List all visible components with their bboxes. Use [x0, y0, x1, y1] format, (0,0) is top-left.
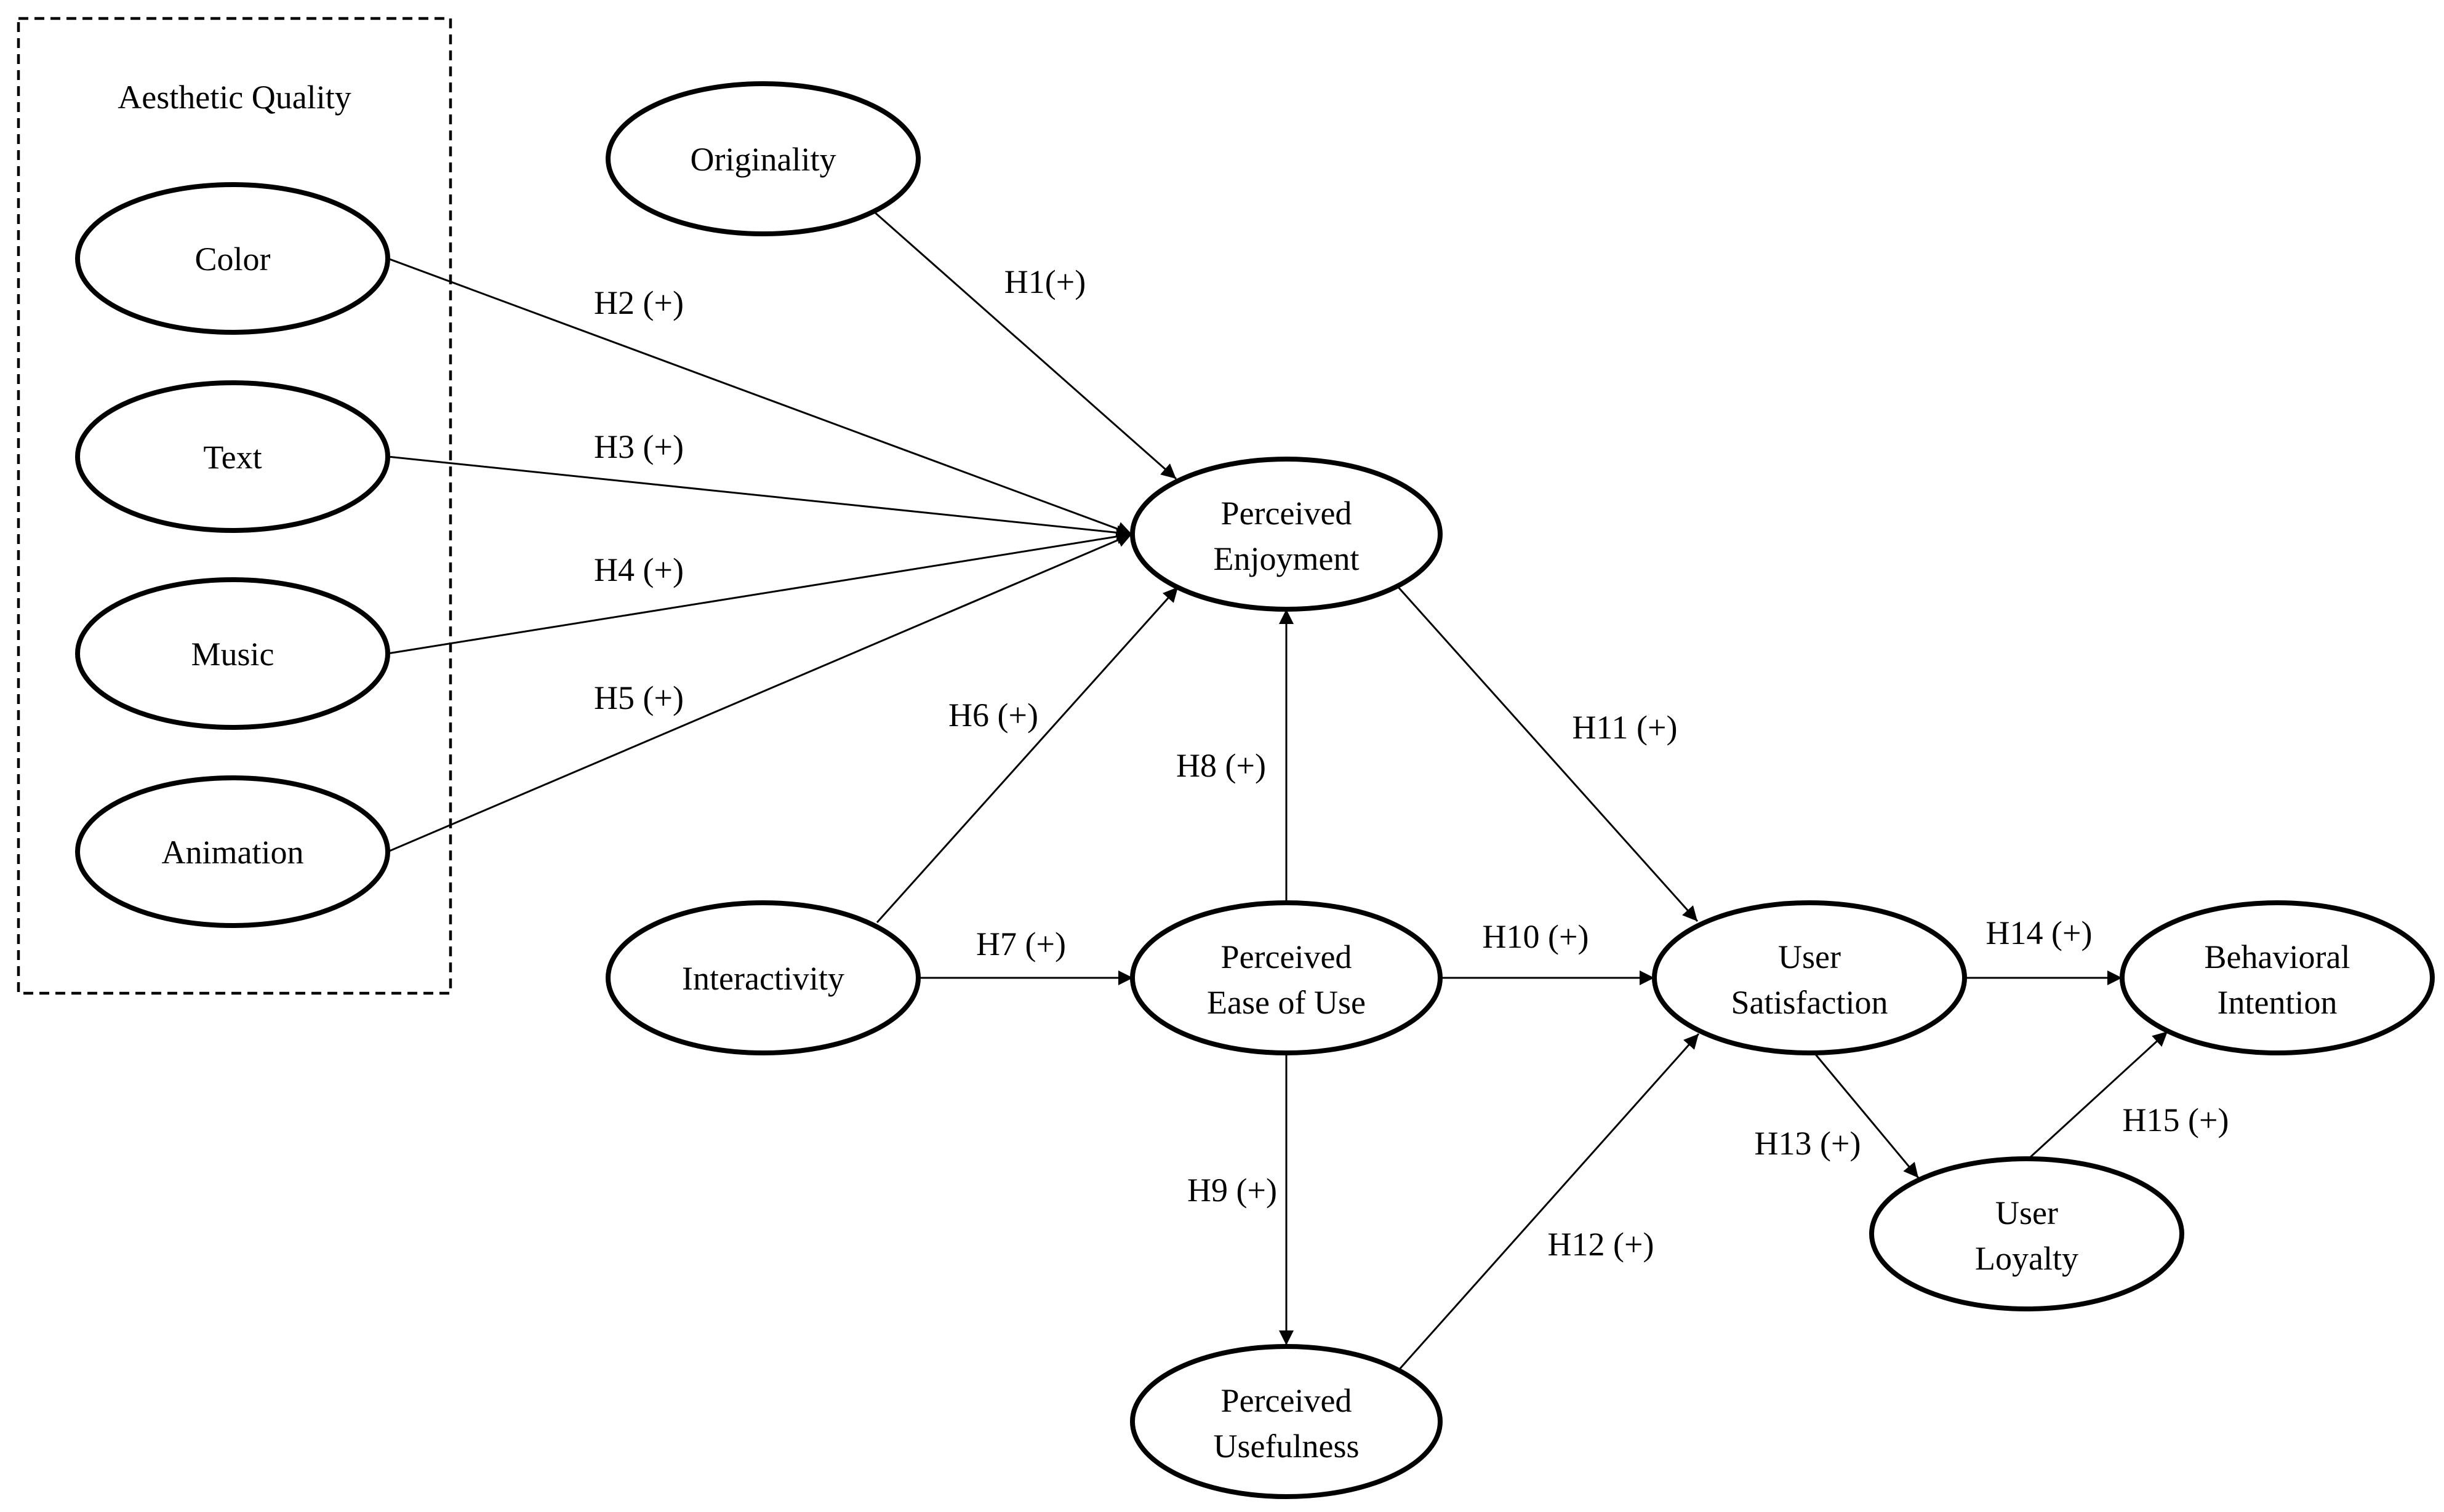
edge-h1: [873, 210, 1177, 480]
node-originality-label: Originality: [691, 141, 836, 178]
edge-label-h7: H7 (+): [976, 926, 1066, 962]
edges: [387, 210, 2169, 1371]
edge-h5: [387, 533, 1132, 853]
node-interactivity: Interactivity: [606, 900, 921, 1055]
edge-h12: [1397, 1033, 1700, 1371]
node-perceived-enjoyment-label-2: Enjoyment: [1214, 540, 1360, 577]
node-user-loyalty-label-1: User: [1995, 1194, 2058, 1231]
node-user-satisfaction: User Satisfaction: [1652, 900, 1967, 1055]
aesthetic-quality-title: Aesthetic Quality: [118, 79, 351, 116]
node-user-loyalty: User Loyalty: [1869, 1156, 2184, 1311]
node-user-loyalty-label-2: Loyalty: [1975, 1240, 2078, 1277]
edge-label-h15: H15 (+): [2123, 1102, 2229, 1138]
edge-label-h6: H6 (+): [948, 697, 1038, 734]
node-perceived-ease-of-use: Perceived Ease of Use: [1130, 900, 1443, 1055]
edge-label-h9: H9 (+): [1187, 1172, 1277, 1209]
node-text-label: Text: [203, 439, 262, 476]
edge-h11: [1396, 585, 1699, 922]
node-perceived-usefulness-label-1: Perceived: [1221, 1382, 1352, 1419]
node-music-label: Music: [191, 636, 274, 673]
edge-label-h8: H8 (+): [1176, 747, 1266, 784]
edge-label-h1: H1(+): [1004, 263, 1086, 300]
edge-label-h11: H11 (+): [1573, 709, 1678, 746]
node-originality: Originality: [606, 81, 921, 236]
node-user-satisfaction-label-2: Satisfaction: [1731, 984, 1888, 1021]
edge-h2: [387, 257, 1132, 536]
node-user-satisfaction-label-1: User: [1778, 938, 1841, 975]
edge-label-h14: H14 (+): [1986, 914, 2093, 951]
node-animation-label: Animation: [162, 834, 304, 871]
node-behavioral-intention-label-2: Intention: [2218, 984, 2338, 1021]
node-behavioral-intention-label-1: Behavioral: [2205, 938, 2350, 975]
edge-h13: [1813, 1052, 1920, 1178]
node-perceived-usefulness: Perceived Usefulness: [1130, 1344, 1443, 1499]
edge-h4: [387, 529, 1132, 655]
edge-label-h5: H5 (+): [594, 679, 684, 716]
node-perceived-enjoyment-label-1: Perceived: [1221, 495, 1352, 532]
node-perceived-enjoyment: Perceived Enjoyment: [1130, 457, 1443, 612]
node-perceived-usefulness-label-2: Usefulness: [1214, 1428, 1360, 1465]
edge-label-h2: H2 (+): [594, 284, 684, 321]
edge-label-h4: H4 (+): [594, 551, 684, 588]
node-behavioral-intention: Behavioral Intention: [2120, 900, 2435, 1055]
node-color: Color: [75, 182, 390, 335]
edge-h6: [876, 586, 1179, 924]
edge-label-h12: H12 (+): [1548, 1226, 1654, 1263]
aesthetic-quality-group: Aesthetic Quality: [17, 17, 452, 995]
edge-label-h13: H13 (+): [1755, 1125, 1861, 1162]
node-music: Music: [75, 577, 390, 730]
edge-h3: [387, 455, 1132, 540]
edge-h15: [2028, 1030, 2169, 1159]
node-interactivity-label: Interactivity: [682, 960, 844, 997]
node-color-label: Color: [194, 241, 270, 278]
edge-label-h10: H10 (+): [1483, 918, 1589, 955]
node-animation: Animation: [75, 775, 390, 928]
node-perceived-ease-of-use-label-1: Perceived: [1221, 938, 1352, 975]
node-text: Text: [75, 380, 390, 533]
aesthetic-quality-box: [17, 17, 452, 995]
edge-labels: H1(+) H2 (+) H3 (+) H4 (+) H5 (+) H6 (+)…: [594, 263, 2229, 1263]
node-perceived-ease-of-use-label-2: Ease of Use: [1207, 984, 1366, 1021]
edge-label-h3: H3 (+): [594, 428, 684, 465]
